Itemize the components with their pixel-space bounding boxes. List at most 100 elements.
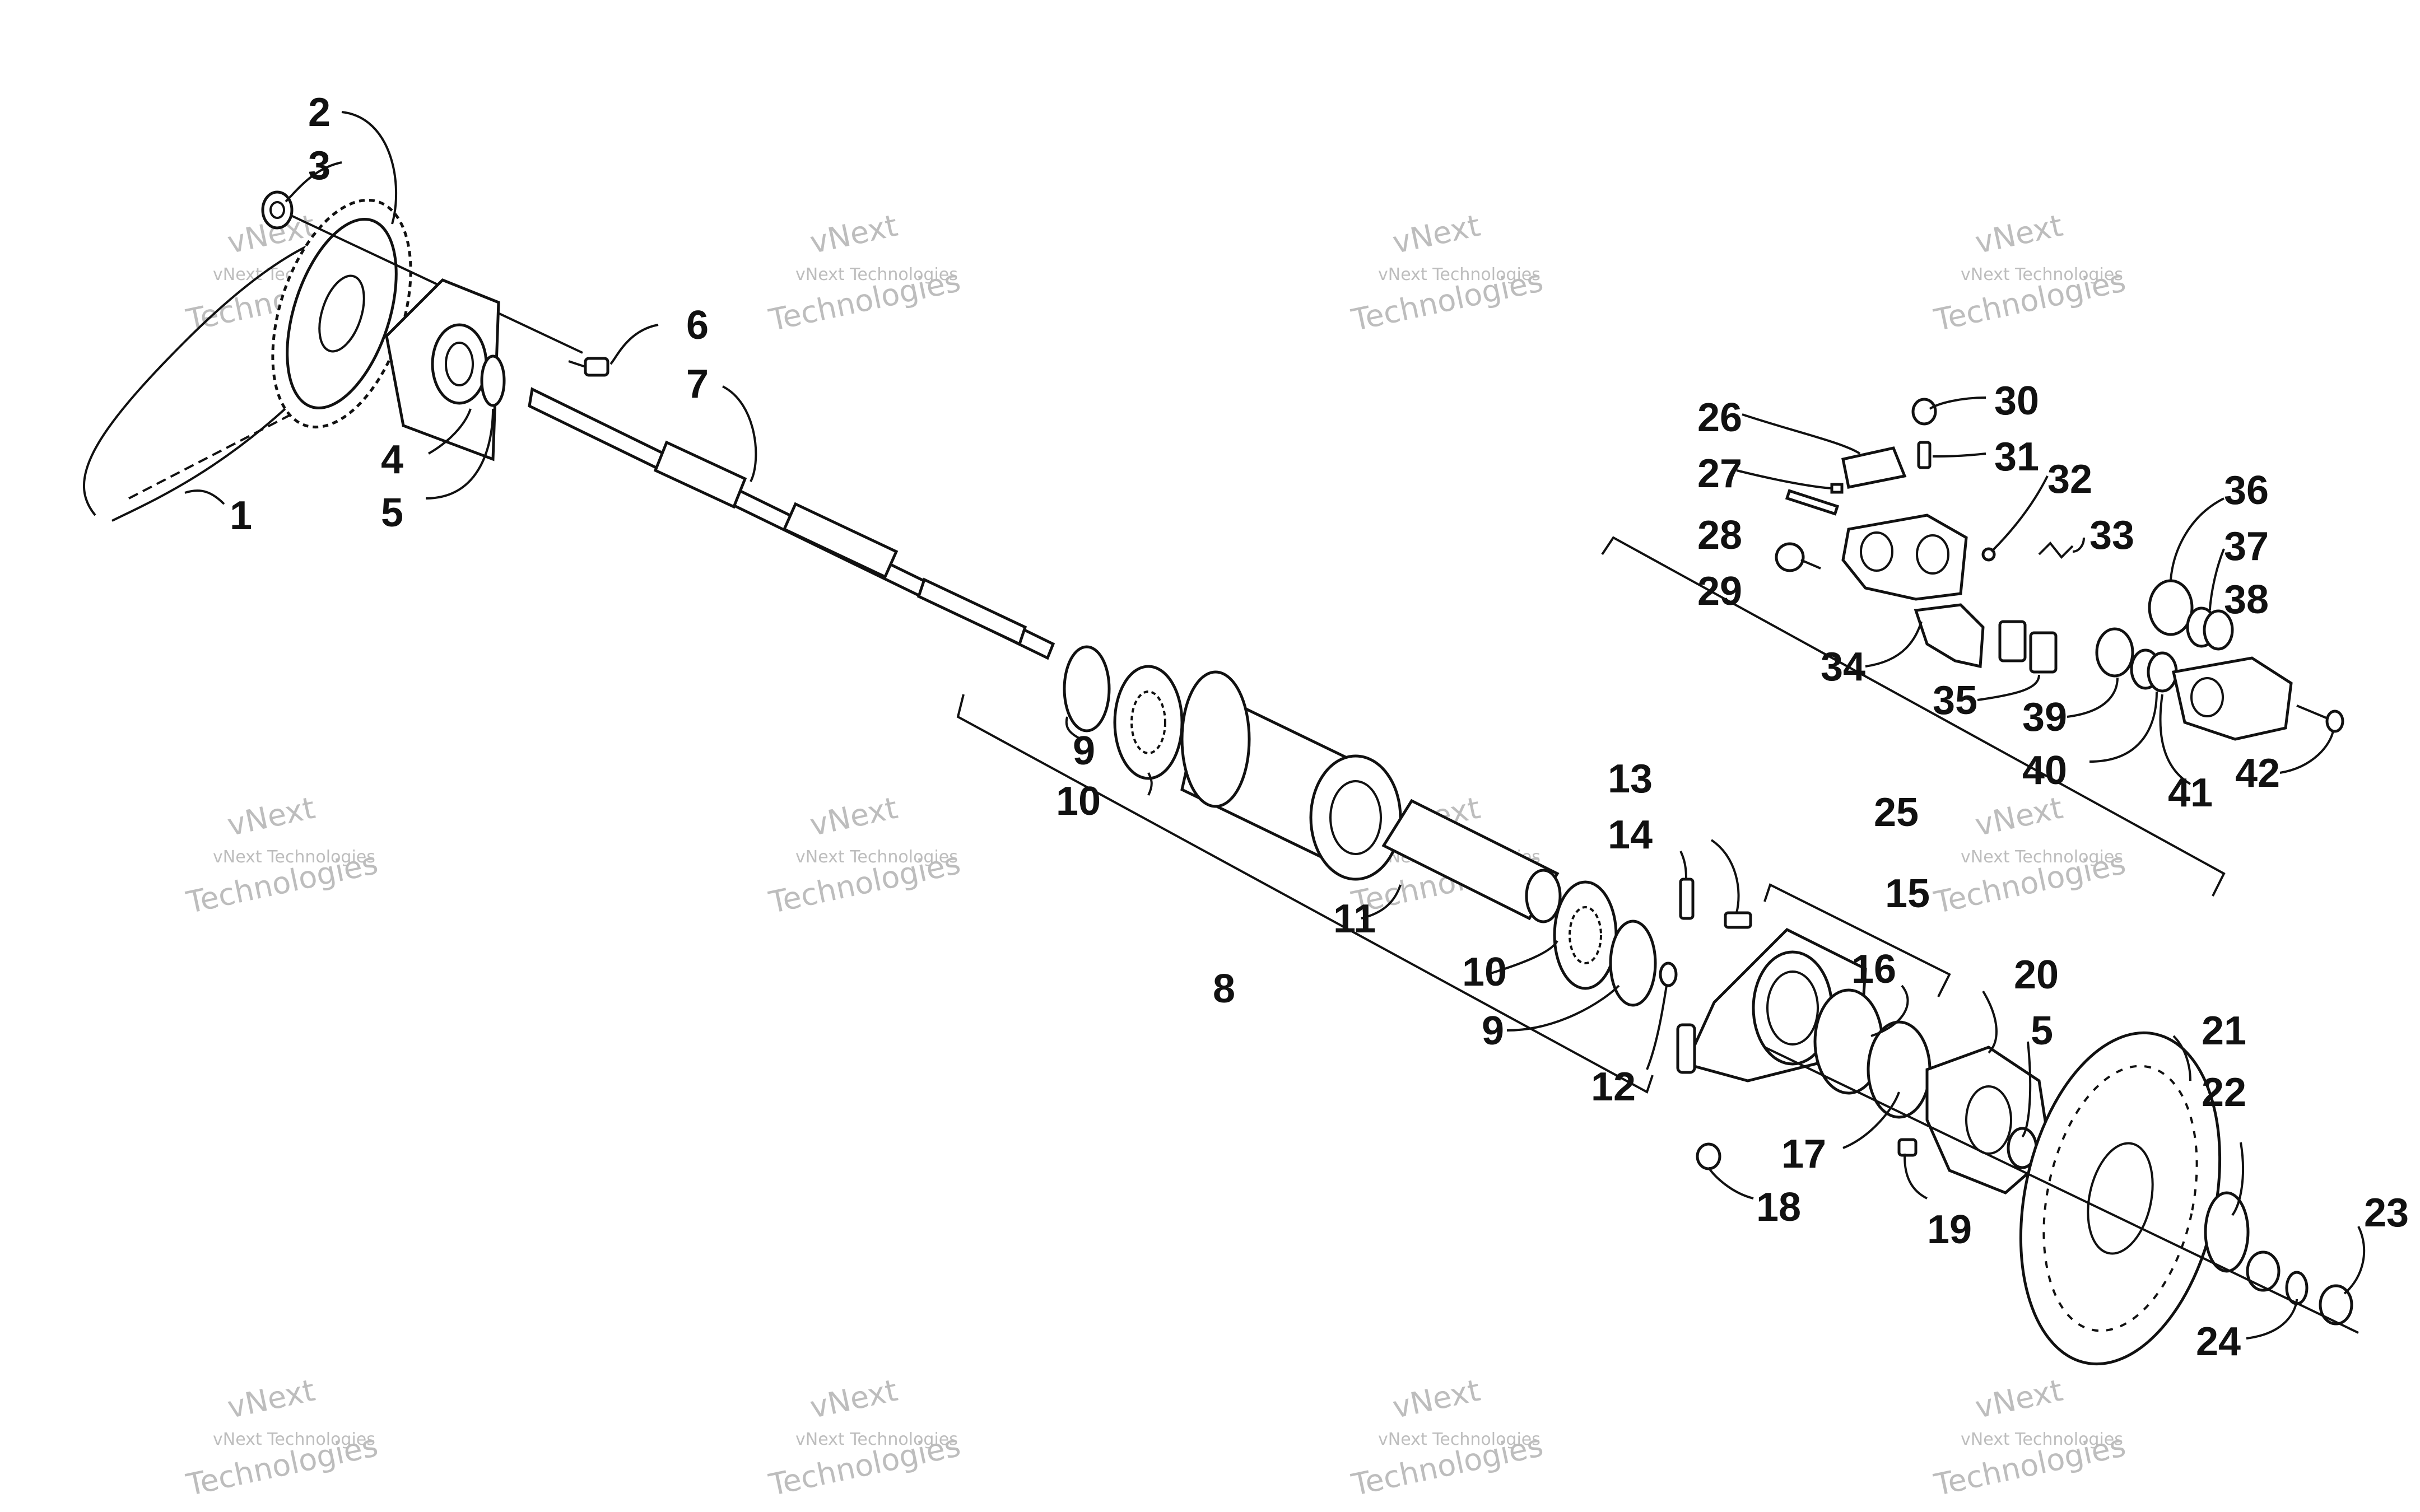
svg-text:vNext Technologies: vNext Technologies [1961, 847, 2123, 867]
callout-41: 41 [2168, 771, 2213, 815]
spacer-tube [1381, 799, 1562, 923]
callout-8: 8 [1213, 967, 1235, 1011]
callout-9: 9 [1073, 729, 1095, 773]
nut [261, 190, 294, 230]
svg-text:vNext: vNext [1389, 208, 1483, 260]
callout-35: 35 [1933, 678, 1977, 723]
callout-32: 32 [2047, 457, 2092, 502]
spring-clip [2038, 542, 2074, 559]
callout-38: 38 [2224, 577, 2269, 622]
piston-36 [2148, 579, 2194, 636]
callout-13: 13 [1608, 757, 1653, 801]
callout-23: 23 [2364, 1191, 2409, 1235]
watermark: vNext vNext Technologies Technologies [1348, 1373, 1546, 1503]
callout-34: 34 [1821, 645, 1865, 689]
svg-text:vNext Technologies: vNext Technologies [1378, 265, 1541, 284]
shim-plate [1914, 603, 1985, 669]
svg-text:vNext: vNext [807, 790, 900, 843]
sprocket-hub [385, 278, 500, 461]
bolt [568, 357, 609, 377]
callout-42: 42 [2235, 751, 2280, 796]
nut-23b [2319, 1284, 2353, 1326]
svg-text:vNext Technologies: vNext Technologies [1961, 265, 2123, 284]
callout-29: 29 [1697, 569, 1742, 614]
watermark: vNext vNext Technologies Technologies [1931, 1373, 2129, 1503]
callout-10b: 10 [1462, 950, 1507, 995]
bolt-14 [1679, 878, 1695, 920]
bleeder-cap [1911, 398, 1937, 426]
callout-27: 27 [1697, 451, 1742, 496]
group-bracket-15 [1763, 883, 1951, 997]
svg-text:vNext: vNext [1389, 1373, 1483, 1425]
callout-33: 33 [2089, 513, 2134, 558]
watermark: vNext vNext Technologies Technologies [766, 1373, 964, 1503]
svg-text:vNext: vNext [224, 790, 318, 843]
svg-text:vNext Technologies: vNext Technologies [795, 847, 958, 867]
callout-5: 5 [381, 491, 403, 535]
callout-19: 19 [1927, 1207, 1972, 1252]
caliper-outer [2171, 656, 2293, 741]
leader-lines [184, 111, 2366, 1340]
callout-3: 3 [308, 143, 331, 188]
bearing-housing [1180, 670, 1402, 881]
callout-25: 25 [1874, 790, 1919, 835]
svg-text:vNext: vNext [1972, 790, 2065, 843]
watermark: vNext vNext Technologies Technologies [1348, 208, 1546, 338]
callout-15: 15 [1885, 871, 1930, 916]
sprocket [271, 198, 412, 429]
watermark: vNext vNext Technologies Technologies [1931, 208, 2129, 338]
callout-37: 37 [2224, 524, 2269, 569]
callout-9b: 9 [1482, 1009, 1504, 1053]
callout-39: 39 [2022, 695, 2067, 740]
seal-2 [1609, 920, 1657, 1007]
watermark: vNext vNext Technologies Technologies [183, 1373, 381, 1503]
callout-5b: 5 [2031, 1009, 2053, 1053]
callout-21: 21 [2202, 1009, 2246, 1053]
callout-30: 30 [1994, 379, 2039, 423]
callout-26: 26 [1697, 395, 1742, 440]
svg-text:vNext: vNext [807, 208, 900, 260]
bleeder-valve [1917, 441, 1932, 469]
assembly-line-2 [1764, 1046, 2359, 1334]
watermark: vNext vNext Technologies Technologies [183, 790, 381, 921]
svg-text:vNext Technologies: vNext Technologies [213, 1430, 375, 1449]
nut-23 [2246, 1250, 2281, 1292]
seal [1063, 645, 1111, 732]
svg-text:vNext Technologies: vNext Technologies [1961, 1430, 2123, 1449]
bolt-29 [1775, 542, 1821, 572]
group-bracket-25 [1601, 536, 2226, 897]
svg-text:vNext: vNext [1972, 1373, 2065, 1425]
callout-18: 18 [1756, 1185, 1801, 1230]
callout-28: 28 [1697, 513, 1742, 558]
piston-39 [2095, 627, 2134, 678]
pin-27 [1830, 483, 1844, 494]
callout-10: 10 [1056, 779, 1101, 824]
callout-17: 17 [1781, 1132, 1826, 1177]
ring-17 [1867, 1020, 1932, 1119]
bolt-13 [1724, 911, 1752, 929]
watermark: vNext vNext Technologies Technologies [766, 790, 964, 921]
callout-2: 2 [308, 90, 331, 135]
bolt-19 [1897, 1138, 1918, 1157]
callout-14: 14 [1608, 813, 1653, 857]
svg-text:vNext Technologies: vNext Technologies [795, 1430, 958, 1449]
callout-7: 7 [686, 362, 709, 407]
callout-16: 16 [1851, 947, 1896, 992]
brake-pad-a [1998, 620, 2027, 662]
callout-31: 31 [1994, 435, 2039, 479]
callout-40: 40 [2022, 748, 2067, 793]
svg-text:vNext: vNext [807, 1373, 900, 1425]
svg-text:vNext: vNext [1972, 208, 2065, 260]
seal-38 [2203, 609, 2234, 651]
seal-22 [2204, 1191, 2250, 1273]
callout-1: 1 [230, 493, 252, 538]
svg-text:vNext Technologies: vNext Technologies [795, 265, 958, 284]
svg-text:vNext: vNext [224, 1373, 318, 1425]
clip [1696, 1142, 1721, 1170]
pin-28 [1785, 489, 1840, 516]
callout-22: 22 [2202, 1070, 2246, 1115]
washer [1659, 962, 1678, 987]
callout-20: 20 [2014, 953, 2059, 997]
o-ring [480, 354, 506, 407]
